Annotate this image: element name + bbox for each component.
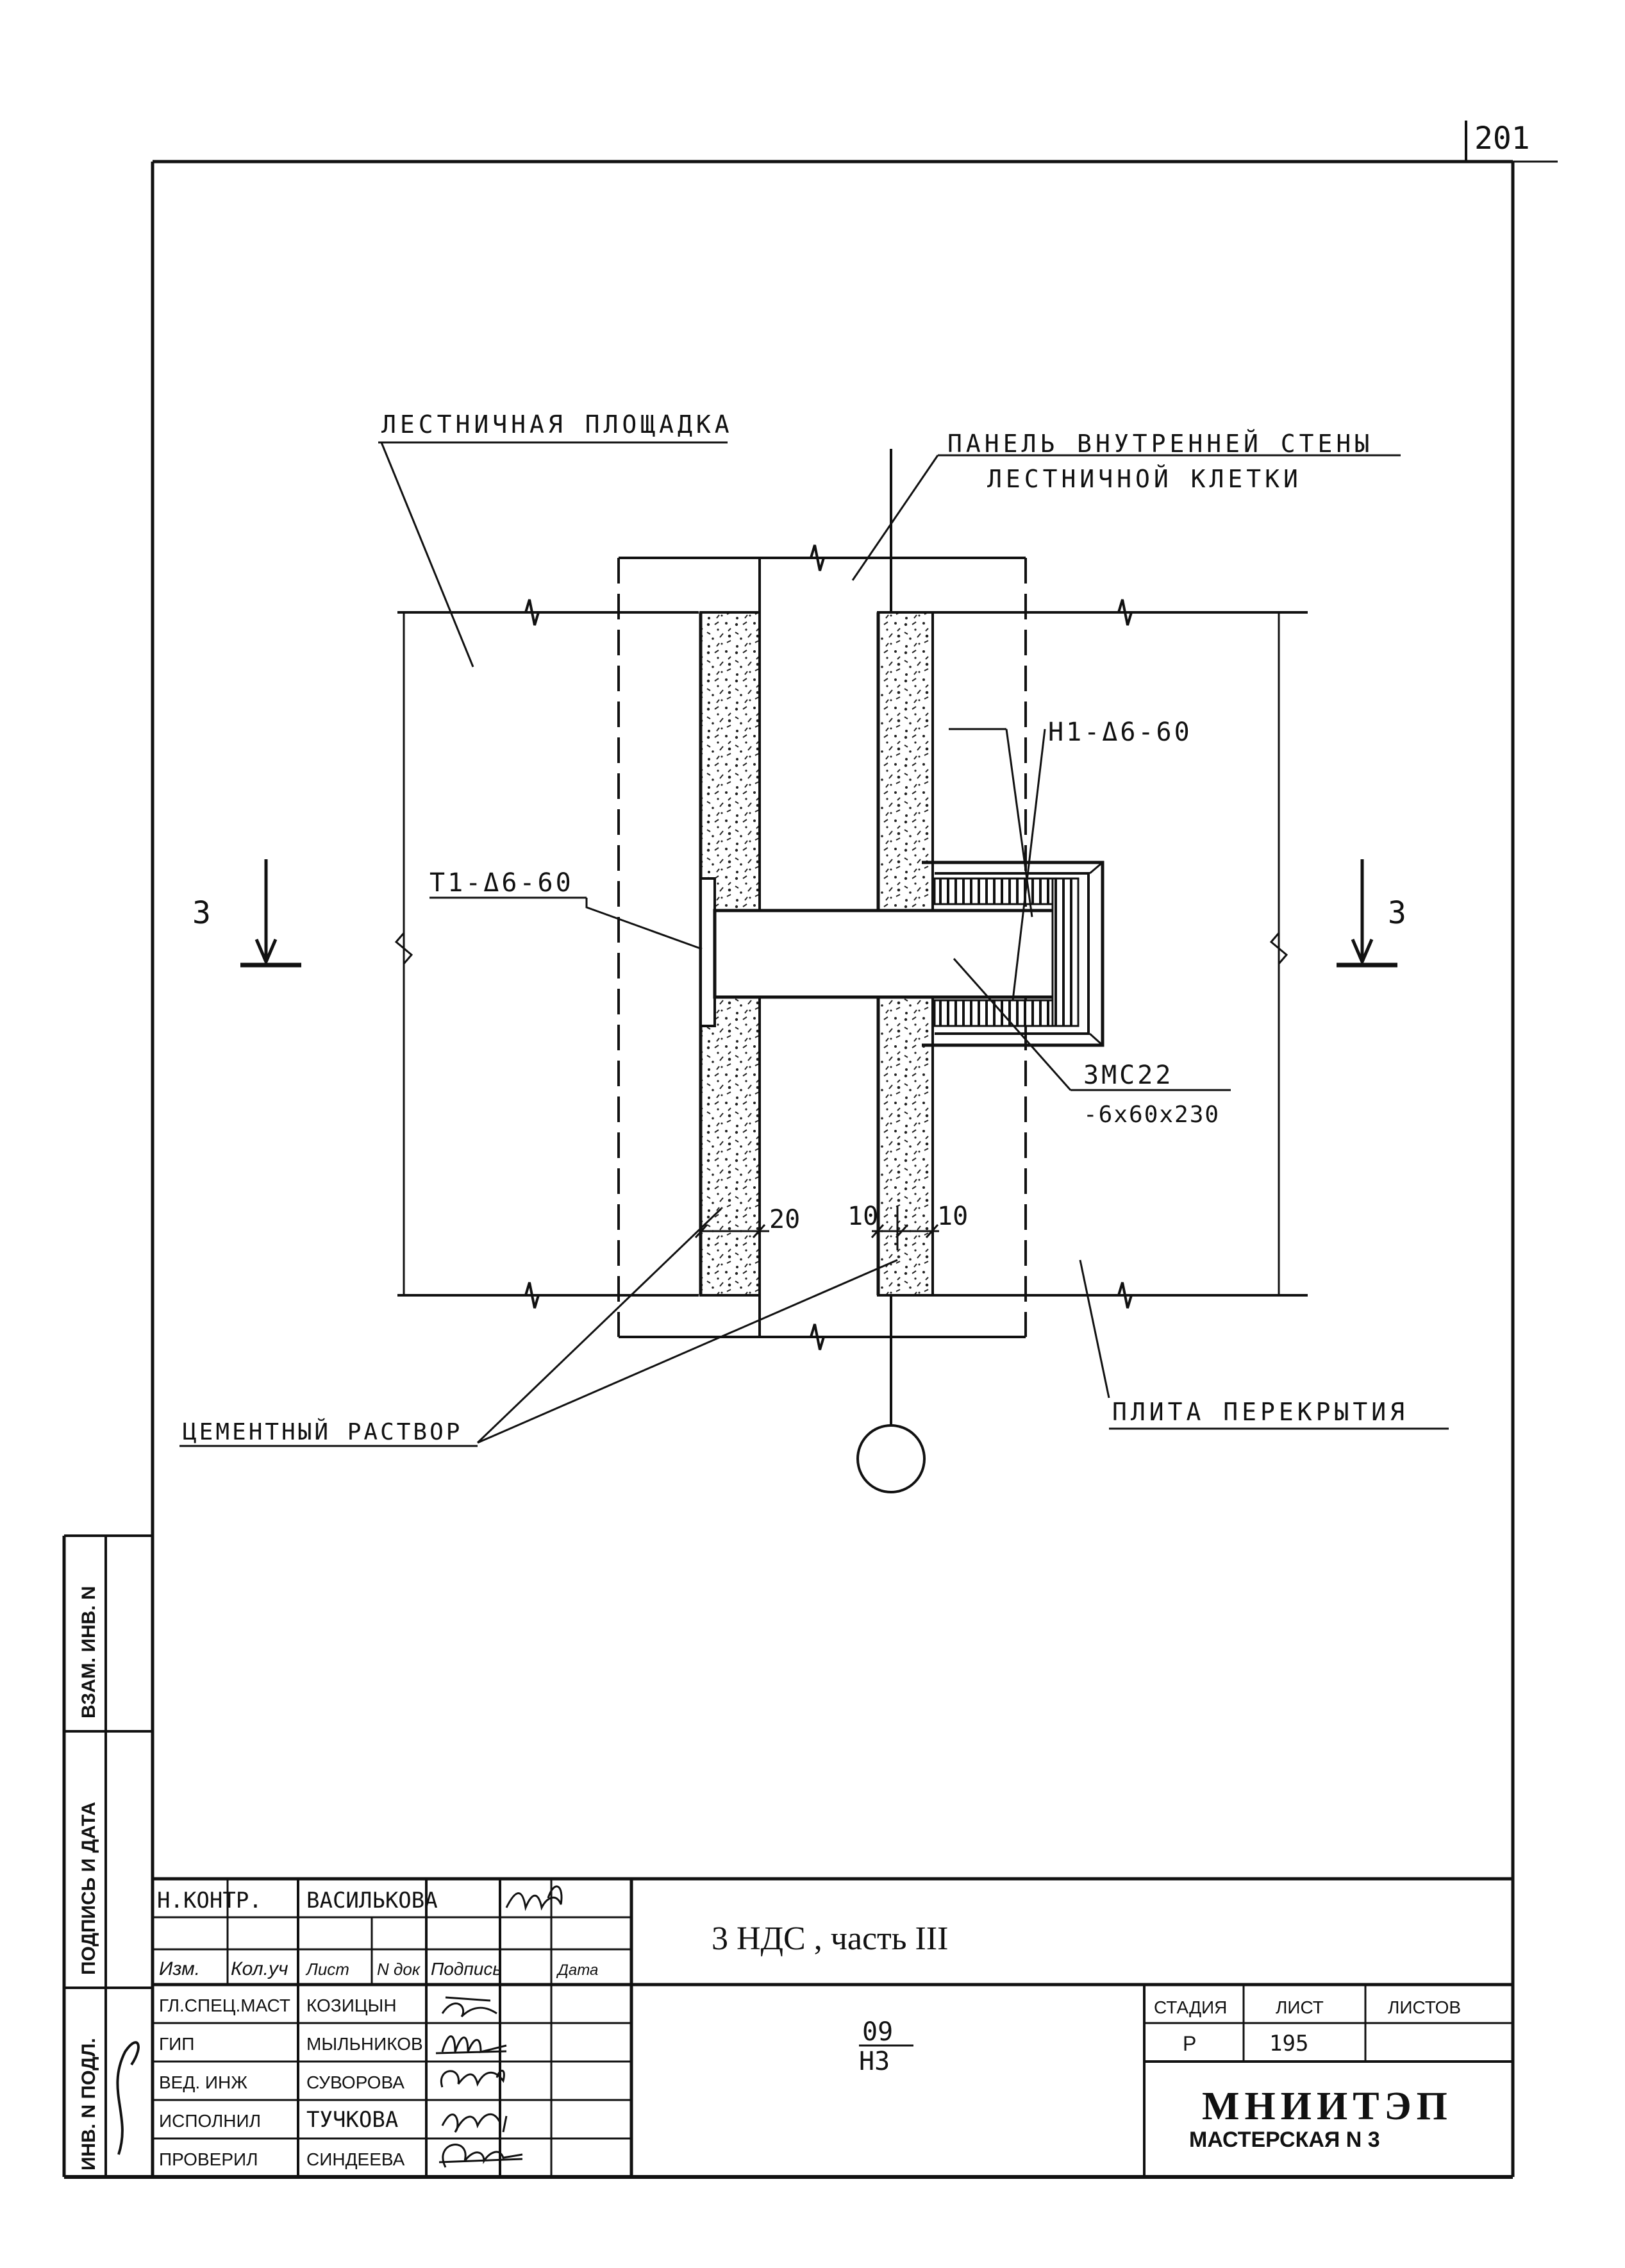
staff-role-0: ГЛ.СПЕЦ.МАСТ [159,1995,290,2015]
side-stamp-signature [116,2041,140,2155]
org-sub: МАСТЕРСКАЯ N 3 [1189,2128,1380,2152]
section-drawing: 3 3 20 10 10 [192,442,1406,1493]
axis-marker [856,1424,926,1493]
label-wall-panel-1: ПАНЕЛЬ ВНУТРЕННЕЙ СТЕНЫ [947,430,1373,458]
dimension-10b: 10 [937,1202,968,1231]
header-koluch: Кол.уч [231,1958,288,1979]
header-podpis: Подпись [431,1959,502,1979]
side-stamp-podpis: ПОДПИСЬ И ДАТА [78,1802,99,1975]
nkontr-role: Н.КОНТР. [157,1888,262,1913]
header-data: Дата [556,1961,598,1979]
staff-signatures [435,1996,523,2168]
drawing-frame [62,160,1515,2179]
drawing-code-bottom: Н3 [859,2047,890,2076]
label-cement: ЦЕМЕНТНЫЙ РАСТВОР [183,1418,462,1445]
label-anchor-t1: Т1-Δ6-60 [429,868,574,898]
org-name: МНИИТЭП [1202,2085,1453,2128]
label-anchor-h1: Н1-Δ6-60 [1048,718,1192,747]
section-mark-right-label: 3 [1388,895,1406,931]
label-embed-1: ЗМС22 [1083,1061,1173,1090]
title-block [153,1877,1513,2177]
dimension-20: 20 [769,1205,800,1234]
nkontr-name: ВАСИЛЬКОВА [306,1888,438,1913]
staff-role-1: ГИП [159,2034,194,2054]
side-stamp-vzam: ВЗАМ. ИНВ. N [78,1586,99,1718]
sheet-header: ЛИСТ [1276,1997,1324,2017]
staff-role-4: ПРОВЕРИЛ [159,2149,258,2169]
section-mark-left [240,859,301,968]
label-wall-panel-2: ЛЕСТНИЧНОЙ КЛЕТКИ [987,465,1302,493]
section-mark-right [1337,859,1397,968]
staff-name-1: МЫЛЬНИКОВ [306,2034,423,2054]
side-stamp [64,1536,153,2177]
dimension-10a: 10 [847,1202,878,1231]
stage-value: Р [1183,2032,1196,2055]
sheet-number-text: 201 [1474,121,1530,156]
side-stamp-inv: ИНВ. N ПОДЛ. [78,2038,99,2171]
section-mark-left-label: 3 [192,895,211,931]
leader-lines [380,442,1231,1444]
staff-name-4: СИНДЕЕВА [306,2149,405,2169]
label-landing: ЛЕСТНИЧНАЯ ПЛОЩАДКА [381,410,733,439]
embedded-plate-bar [713,909,1063,999]
header-izm: Изм. [159,1958,200,1979]
label-embed-2: -6х60х230 [1083,1102,1220,1128]
nkontr-signature [505,1885,563,1911]
label-slab: ПЛИТА ПЕРЕКРЫТИЯ [1112,1398,1408,1426]
sheet-value: 195 [1269,2031,1308,2056]
dimension-marks [694,1205,939,1250]
staff-name-2: СУВОРОВА [306,2072,404,2092]
sheet-number: 201 [1465,121,1558,163]
staff-name-3: ТУЧКОВА [306,2107,398,2133]
header-ndok: N док [377,1960,421,1979]
staff-role-2: ВЕД. ИНЖ [159,2072,247,2092]
staff-role-3: ИСПОЛНИЛ [159,2111,261,2131]
staff-name-0: КОЗИЦЫН [306,1995,397,2015]
drawing-code-top: 09 [862,2017,893,2047]
project-title: 3 НДС , часть III [712,1920,948,1957]
stage-header: СТАДИЯ [1154,1997,1227,2017]
anchor-h1-housing [922,861,1104,1047]
header-list: Лист [305,1960,349,1979]
sheets-header: ЛИСТОВ [1388,1997,1461,2017]
